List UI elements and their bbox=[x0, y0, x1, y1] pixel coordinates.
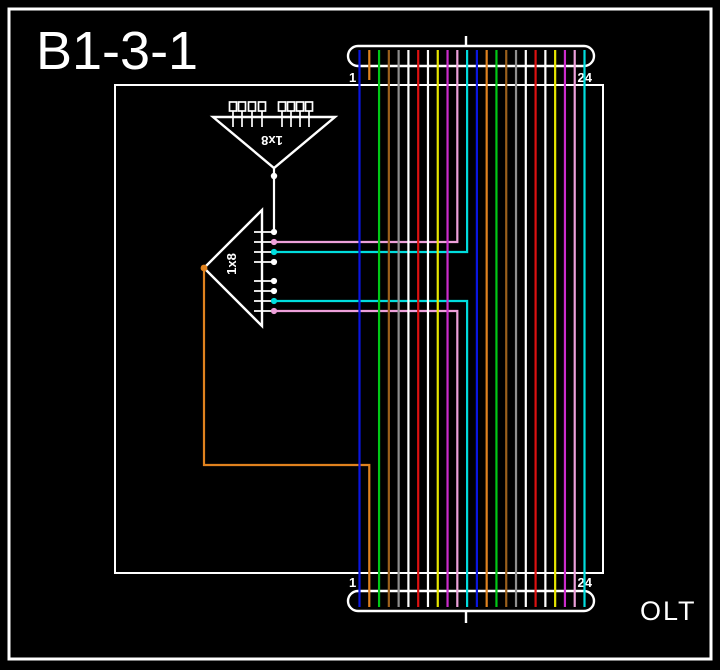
splitter-left-port-dot-6 bbox=[270, 287, 278, 295]
splitter-left-port-dot-2 bbox=[270, 238, 278, 246]
splitter-top-port-square-2 bbox=[237, 101, 247, 112]
routed-fiber-paths bbox=[202, 50, 469, 607]
splitter-top-ports bbox=[228, 101, 314, 127]
splitter-left-port-dot-7 bbox=[270, 297, 278, 305]
splitter-left-port-dot-3 bbox=[270, 248, 278, 256]
splitter-left-input-dot bbox=[200, 264, 208, 272]
splitter-top-port-square-1 bbox=[228, 101, 238, 112]
splitter-left-1x8: 1x8 bbox=[200, 207, 278, 329]
splitter-top-port-square-5 bbox=[277, 101, 287, 112]
diagram-title: B1-3-1 bbox=[36, 21, 198, 81]
outer-border bbox=[7, 7, 713, 661]
route-rose-port8-bottom bbox=[274, 309, 459, 607]
bottom-connector-bar bbox=[346, 589, 596, 613]
splitter-top-1x8: 1x8 bbox=[209, 101, 339, 232]
splitter-top-port-square-6 bbox=[286, 101, 296, 112]
splitter-top-output-dot bbox=[270, 172, 278, 180]
top-port-1-label: 1 bbox=[349, 70, 356, 85]
splitter-top-port-square-3 bbox=[247, 101, 257, 112]
splitter-left-port-dot-5 bbox=[270, 277, 278, 285]
route-aqua-port3-top bbox=[274, 50, 469, 254]
splitter-top-port-square-7 bbox=[295, 101, 305, 112]
route-rose-port2-top bbox=[274, 50, 459, 244]
splitter-left-port-dot-4 bbox=[270, 258, 278, 266]
fiber-ribbon-lines bbox=[358, 50, 586, 607]
route-aqua-port7-bottom bbox=[274, 299, 469, 607]
splitter-top-label: 1x8 bbox=[261, 133, 283, 148]
splitter-top-port-square-4 bbox=[257, 101, 267, 112]
top-connector-bar bbox=[346, 44, 596, 68]
splitter-top-port-square-8 bbox=[304, 101, 314, 112]
splitter-left-port-dot-8 bbox=[270, 307, 278, 315]
splitter-left-triangle bbox=[202, 207, 264, 329]
splitter-top-triangle bbox=[209, 115, 339, 170]
splitter-left-port-dot-1 bbox=[270, 228, 278, 236]
bottom-port-1-label: 1 bbox=[349, 575, 356, 590]
route-orange-splitter-input bbox=[202, 268, 371, 607]
splitter-left-ports bbox=[254, 228, 278, 315]
splitter-left-label: 1x8 bbox=[224, 253, 239, 275]
olt-label: OLT bbox=[640, 596, 697, 626]
